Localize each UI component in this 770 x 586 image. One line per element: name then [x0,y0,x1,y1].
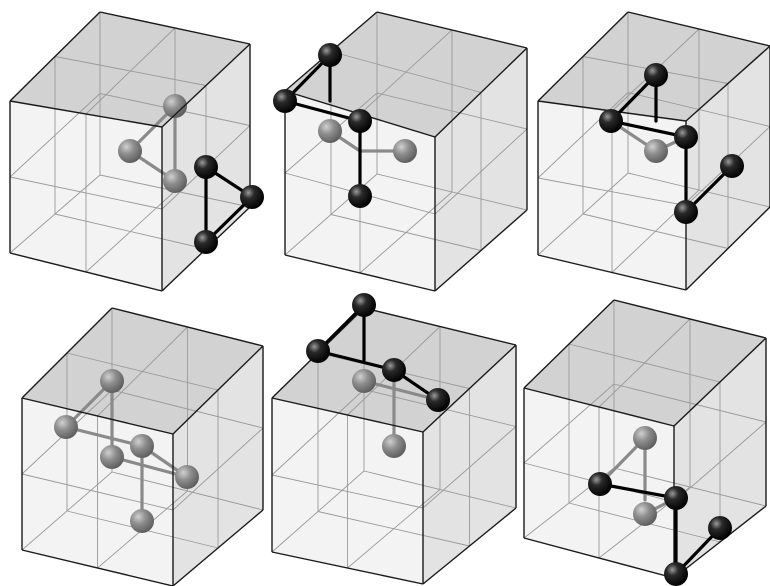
atom-back [318,119,342,143]
cube-edge [673,505,767,579]
atom-front [599,109,623,133]
atom-back [633,502,657,526]
cube-1 [9,11,264,292]
inner-grid-f [582,213,729,249]
atom-back [382,434,406,458]
atom-front [664,562,688,586]
cube-edge [523,387,675,427]
cube-edge [9,252,163,292]
atom-front [348,109,372,133]
atom-back [130,509,154,533]
cube-edge [271,551,424,585]
top-grid-b [330,51,482,93]
atom-front [194,155,218,179]
bond-back [64,425,144,448]
atom-front [318,43,342,67]
cube-edge [537,254,687,291]
front-grid-h [21,473,174,511]
cube-edge [376,11,528,49]
cube-edge [9,100,163,128]
front-grid-h [537,177,687,206]
front-grid-h [9,176,163,210]
atom-back [633,426,657,450]
atom-back [100,445,124,469]
bond-front [609,119,688,139]
cube-edge [9,11,101,102]
atom-front [426,388,450,412]
atom-back [163,94,187,118]
cube-edge [284,254,436,292]
atom-back [352,369,376,393]
atom-front [194,230,218,254]
cube-edge [613,299,767,339]
atom-front [352,293,376,317]
atom-back [130,434,154,458]
atom-back [100,369,124,393]
atom-back [54,415,78,439]
cube-5 [271,293,517,585]
atom-front [240,185,264,209]
inner-grid-f [317,511,470,547]
inner-grid-f [330,214,482,251]
bond-front [598,482,678,500]
bond-back [362,379,440,402]
atom-back [175,465,199,489]
atom-front [644,63,668,87]
atom-back [163,169,187,193]
cube-edge [422,344,517,433]
cube-edge [21,397,174,435]
bond-front [316,349,396,372]
atom-back [644,139,668,163]
cube-edge [172,509,264,586]
cube-6 [523,299,767,586]
atom-front [674,125,698,149]
atom-front [664,486,688,510]
bond-back [110,455,189,479]
cube-edge [434,47,528,138]
cube-3 [537,11,770,291]
cube-edge [363,307,517,346]
cube-edge [627,11,770,47]
cube-edge [434,209,528,292]
atom-front [674,200,698,224]
cube-4 [21,307,264,586]
cube-edge [685,45,770,122]
cube-edge [673,337,767,427]
cube-edge [422,507,517,585]
cube-edge [523,537,675,579]
atom-front [348,184,372,208]
side-grid-b [673,421,767,503]
top-grid-b [66,352,219,391]
atom-front [273,89,297,113]
inner-grid-f [54,213,207,250]
cube-edge [172,345,264,435]
side-grid-b [172,427,264,511]
cube-edge [21,549,174,586]
atom-front [382,358,406,382]
atom-front [720,154,744,178]
atom-back [393,139,417,163]
atom-front [588,472,612,496]
side-grid-b [434,128,528,215]
cube-edge [685,206,770,291]
cube-edge [99,11,251,45]
atom-front [306,339,330,363]
cube-2 [273,11,528,292]
top-grid-b [568,343,721,383]
cube-edge [161,43,251,128]
cube-edge [271,397,424,433]
cube-edge [537,11,629,102]
top-grid-b [54,56,207,86]
front-grid-h [271,474,424,509]
atom-front [708,516,732,540]
cube-edge [523,299,615,389]
bond-front [283,99,362,123]
side-grid-b [422,426,517,509]
cube-top-face [10,12,250,127]
atom-back [118,139,142,163]
cube-edge [111,307,264,347]
cube-edge [21,307,113,399]
